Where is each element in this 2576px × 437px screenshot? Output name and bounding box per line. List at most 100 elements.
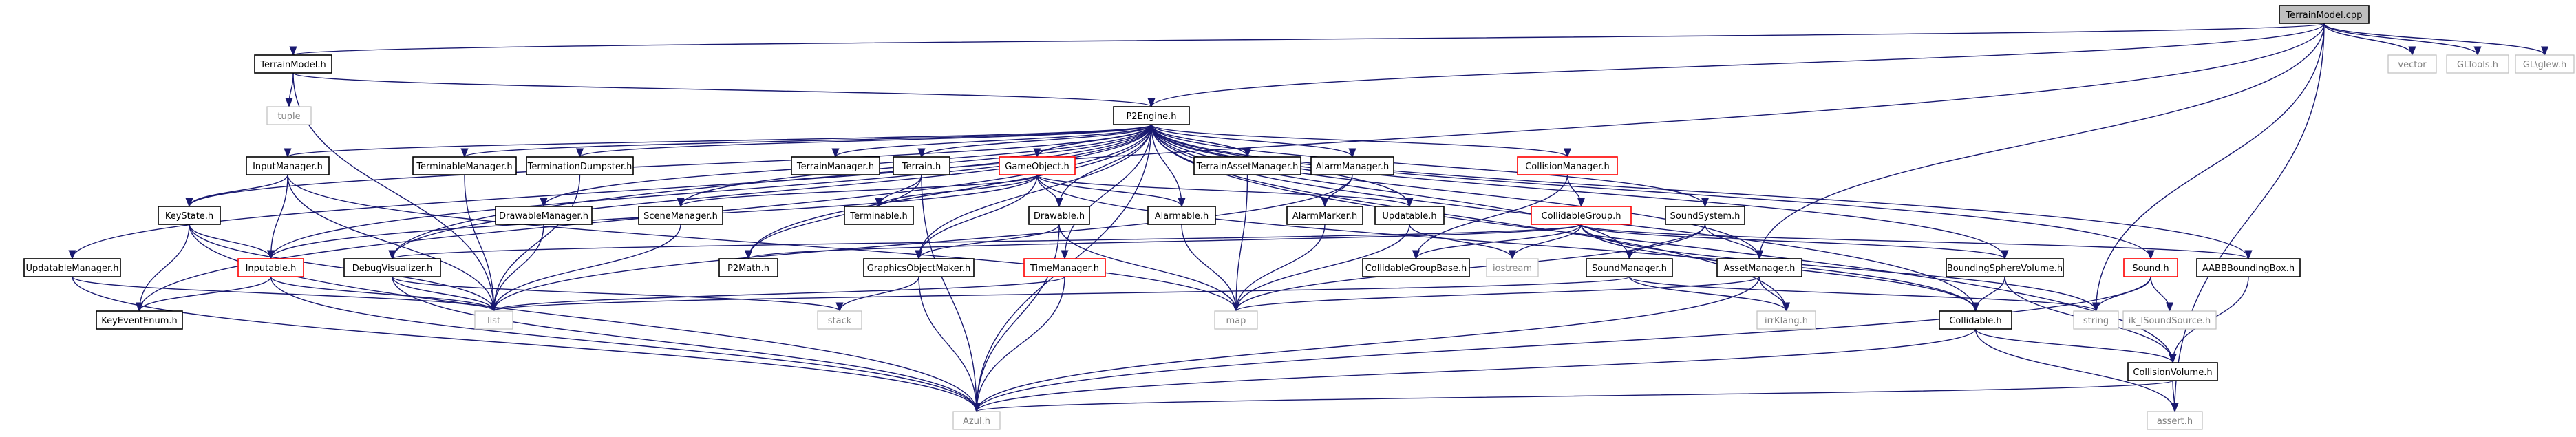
node-box bbox=[1531, 206, 1632, 225]
node-box bbox=[2127, 362, 2218, 381]
node-label: KeyEventEnum.h bbox=[101, 316, 178, 326]
node-timemanager-h[interactable]: TimeManager.h bbox=[1023, 258, 1106, 277]
edge-soundmanager_h-to-list bbox=[490, 276, 1630, 312]
edge-collisionmanager_h-to-collidablegroup_h bbox=[1566, 174, 1586, 208]
node-label: GraphicsObjectMaker.h bbox=[867, 264, 971, 274]
edge-graphicsobjectmaker_h-to-stack bbox=[835, 276, 919, 312]
node-stack[interactable]: stack bbox=[817, 310, 862, 330]
node-keystate-h[interactable]: KeyState.h bbox=[158, 206, 221, 225]
node-box bbox=[2073, 310, 2119, 330]
edge-keystate_h-to-azul_h bbox=[189, 224, 981, 413]
node-collisionvolume-h[interactable]: CollisionVolume.h bbox=[2127, 362, 2218, 381]
node-label: TerminationDumpster.h bbox=[527, 162, 632, 172]
node-alarmmanager-h[interactable]: AlarmManager.h bbox=[1310, 156, 1394, 175]
edge-terrainmodel_cpp-to-glglew_h bbox=[2323, 23, 2548, 56]
node-box bbox=[495, 206, 593, 225]
edge-inputmanager_h-to-keystate_h bbox=[185, 174, 288, 208]
edge-p2engine_h-to-updatablemanager_h bbox=[68, 124, 1152, 260]
node-box bbox=[893, 156, 950, 175]
node-inputable-h[interactable]: Inputable.h bbox=[237, 258, 304, 277]
node-terrainassetmanager-h[interactable]: TerrainAssetManager.h bbox=[1193, 156, 1301, 175]
node-label: tuple bbox=[277, 111, 300, 122]
node-list[interactable]: list bbox=[474, 310, 513, 330]
node-p2engine-h[interactable]: P2Engine.h bbox=[1113, 106, 1190, 125]
edge-inputable_h-to-list bbox=[270, 276, 498, 312]
node-box bbox=[474, 310, 513, 330]
node-label: Azul.h bbox=[963, 416, 990, 427]
node-map[interactable]: map bbox=[1214, 310, 1258, 330]
node-inputmanager-h[interactable]: InputManager.h bbox=[246, 156, 330, 175]
node-soundmanager-h[interactable]: SoundManager.h bbox=[1586, 258, 1673, 277]
node-box bbox=[237, 258, 304, 277]
node-terminablemanager-h[interactable]: TerminableManager.h bbox=[412, 156, 517, 175]
node-label: Sound.h bbox=[2132, 264, 2169, 274]
node-soundsystem-h[interactable]: SoundSystem.h bbox=[1665, 206, 1745, 225]
edge-gameobject_h-to-graphicsobjectmaker_h bbox=[915, 174, 1038, 260]
node-scenemanager-h[interactable]: SceneManager.h bbox=[638, 206, 723, 225]
node-vector[interactable]: vector bbox=[2387, 54, 2437, 74]
edge-scenemanager_h-to-list bbox=[489, 224, 681, 312]
node-sound-h[interactable]: Sound.h bbox=[2123, 258, 2178, 277]
node-graphicsobjectmaker-h[interactable]: GraphicsObjectMaker.h bbox=[863, 258, 975, 277]
node-glglew-h[interactable]: GL\glew.h bbox=[2515, 54, 2575, 74]
node-gameobject-h[interactable]: GameObject.h bbox=[999, 156, 1076, 175]
edge-timemanager_h-to-list bbox=[490, 276, 1065, 312]
node-box bbox=[1193, 156, 1301, 175]
node-iostream[interactable]: iostream bbox=[1486, 258, 1539, 277]
node-collisionmanager-h[interactable]: CollisionManager.h bbox=[1517, 156, 1618, 175]
edge-drawablemanager_h-to-list bbox=[489, 224, 544, 312]
node-assetmanager-h[interactable]: AssetManager.h bbox=[1716, 258, 1802, 277]
node-ik-isoundsource-h[interactable]: ik_ISoundSource.h bbox=[2122, 310, 2217, 330]
node-azul-h[interactable]: Azul.h bbox=[952, 411, 1001, 430]
node-aabbboundingbox-h[interactable]: AABBBoundingBox.h bbox=[2196, 258, 2301, 277]
node-updatablemanager-h[interactable]: UpdatableManager.h bbox=[23, 258, 121, 277]
node-label: GameObject.h bbox=[1005, 162, 1069, 172]
edge-p2engine_h-to-assetmanager_h bbox=[1151, 124, 1763, 260]
node-string[interactable]: string bbox=[2073, 310, 2119, 330]
edge-p2engine_h-to-debugvisualizer_h bbox=[388, 124, 1152, 260]
node-terminationdumpster-h[interactable]: TerminationDumpster.h bbox=[526, 156, 634, 175]
edge-terrainmodel_cpp-to-assert_h bbox=[2171, 23, 2325, 413]
edge-inputmanager_h-to-map bbox=[287, 174, 1240, 312]
node-terrain-h[interactable]: Terrain.h bbox=[893, 156, 950, 175]
node-label: InputManager.h bbox=[253, 162, 323, 172]
edge-p2engine_h-to-terrain_h bbox=[917, 124, 1152, 158]
edge-p2engine_h-to-terrainassetmanager_h bbox=[1151, 124, 1252, 158]
node-terrainmodel-cpp[interactable]: TerrainModel.cpp bbox=[2279, 5, 2370, 24]
node-collidable-h[interactable]: Collidable.h bbox=[1939, 310, 2012, 330]
node-alarmmarker-h[interactable]: AlarmMarker.h bbox=[1286, 206, 1363, 225]
edge-collisionmanager_h-to-collidablegroupbase_h bbox=[1412, 174, 1568, 260]
edge-p2engine_h-to-sound_h bbox=[1151, 124, 2155, 260]
edge-terrainmodel_h-to-p2engine_h bbox=[292, 72, 1155, 108]
edge-boundingspherevolume_h-to-collidable_h bbox=[1971, 276, 2005, 312]
node-label: Drawable.h bbox=[1034, 211, 1085, 222]
node-drawablemanager-h[interactable]: DrawableManager.h bbox=[495, 206, 593, 225]
node-updatable-h[interactable]: Updatable.h bbox=[1374, 206, 1445, 225]
node-keyeventenum-h[interactable]: KeyEventEnum.h bbox=[96, 310, 183, 330]
node-label: list bbox=[487, 316, 500, 326]
edge-terrainmodel_cpp-to-vector bbox=[2323, 23, 2416, 56]
node-box bbox=[23, 258, 121, 277]
node-tuple[interactable]: tuple bbox=[266, 106, 312, 125]
edge-terrain_h-to-azul_h bbox=[921, 174, 981, 413]
node-label: GL\glew.h bbox=[2523, 60, 2566, 70]
edge-sound_h-to-azul_h bbox=[972, 276, 2151, 413]
node-box bbox=[412, 156, 517, 175]
edge-updatable_h-to-iostream bbox=[1409, 224, 1517, 260]
node-collidablegroup-h[interactable]: CollidableGroup.h bbox=[1531, 206, 1632, 225]
node-drawable-h[interactable]: Drawable.h bbox=[1028, 206, 1090, 225]
node-terminable-h[interactable]: Terminable.h bbox=[844, 206, 914, 225]
node-p2math-h[interactable]: P2Math.h bbox=[718, 258, 778, 277]
node-boundingspherevolume-h[interactable]: BoundingSphereVolume.h bbox=[1946, 258, 2064, 277]
node-box bbox=[952, 411, 1001, 430]
node-gltools-h[interactable]: GLTools.h bbox=[2446, 54, 2509, 74]
node-irrklang-h[interactable]: irrKlang.h bbox=[1756, 310, 1816, 330]
node-debugvisualizer-h[interactable]: DebugVisualizer.h bbox=[343, 258, 441, 277]
node-alarmable-h[interactable]: Alarmable.h bbox=[1147, 206, 1216, 225]
node-collidablegroupbase-h[interactable]: CollidableGroupBase.h bbox=[1362, 258, 1470, 277]
node-assert-h[interactable]: assert.h bbox=[2147, 411, 2203, 430]
edge-terrainmodel_cpp-to-p2engine_h bbox=[1147, 23, 2325, 108]
node-terrainmodel-h[interactable]: TerrainModel.h bbox=[254, 54, 332, 74]
node-label: TimeManager.h bbox=[1030, 264, 1099, 274]
node-terrainmanager-h[interactable]: TerrainManager.h bbox=[791, 156, 880, 175]
